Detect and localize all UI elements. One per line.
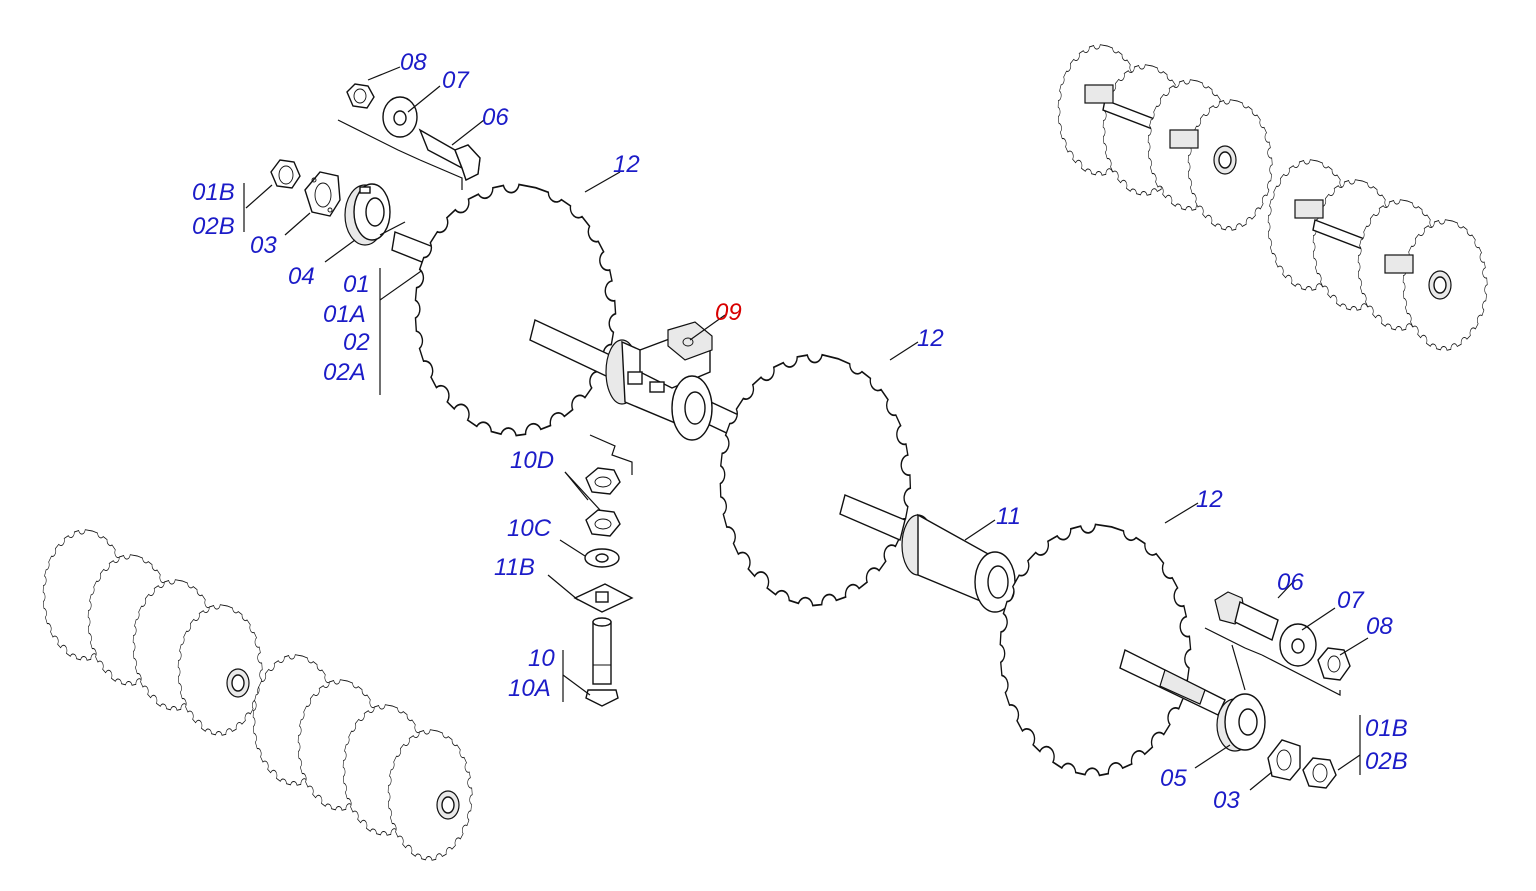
callout-labels: 08 07 06 01B 02B 03 04 01 01A 02 02A 12 … xyxy=(192,49,1408,814)
main-shaft-assembly xyxy=(395,160,1226,796)
label-07-top: 07 xyxy=(442,67,470,94)
label-06-bottom: 06 xyxy=(1277,569,1304,596)
bottom-hardware-group xyxy=(1194,579,1369,791)
label-03-top: 03 xyxy=(250,232,277,259)
hub-assembly-09 xyxy=(605,321,713,441)
label-12-a: 12 xyxy=(613,151,640,178)
nut-01b-top xyxy=(270,159,301,189)
label-07-bottom: 07 xyxy=(1337,587,1365,614)
label-01b-top: 01B xyxy=(192,179,235,206)
label-01: 01 xyxy=(343,271,370,298)
label-11: 11 xyxy=(996,503,1021,530)
label-12-b: 12 xyxy=(917,325,944,352)
label-03-bottom: 03 xyxy=(1213,787,1240,814)
flange-03-top xyxy=(304,171,341,217)
nut-08-bottom xyxy=(1317,647,1351,681)
gang-assembly-bottom-left xyxy=(35,519,480,871)
label-05: 05 xyxy=(1160,765,1187,792)
disc-blade-b xyxy=(698,327,932,633)
label-10c: 10C xyxy=(507,515,552,542)
label-10d: 10D xyxy=(510,447,554,474)
bearing-housing-05 xyxy=(1216,693,1266,752)
label-01a: 01A xyxy=(323,301,366,328)
bolt-stack-10 xyxy=(547,467,634,707)
nut-08-top xyxy=(346,83,375,109)
label-12-c: 12 xyxy=(1196,486,1223,513)
bolt-06-bottom xyxy=(1214,591,1279,641)
label-10: 10 xyxy=(528,645,555,672)
bolt-10 xyxy=(585,617,619,707)
bolt-06-top xyxy=(418,128,481,181)
disc-blade-c xyxy=(984,504,1206,796)
label-06-top: 06 xyxy=(482,104,509,131)
flange-03-bottom xyxy=(1267,739,1301,781)
bearing-housing-04 xyxy=(344,183,391,246)
label-04: 04 xyxy=(288,263,315,290)
label-02b-top: 02B xyxy=(192,213,235,240)
label-02a: 02A xyxy=(323,359,366,386)
nut-01b-bottom xyxy=(1302,757,1337,789)
disc-blade-a xyxy=(395,160,635,460)
gang-assembly-top-right xyxy=(1050,34,1495,361)
nut-10d-bottom xyxy=(585,509,621,537)
label-09: 09 xyxy=(715,299,742,326)
nut-10d-top xyxy=(585,467,621,495)
label-02: 02 xyxy=(343,329,370,356)
label-02b-bottom: 02B xyxy=(1365,748,1408,775)
label-08-top: 08 xyxy=(400,49,427,76)
label-10a: 10A xyxy=(508,675,551,702)
label-11b: 11B xyxy=(494,554,535,581)
label-08-bottom: 08 xyxy=(1366,613,1393,640)
label-01b-bottom: 01B xyxy=(1365,715,1408,742)
